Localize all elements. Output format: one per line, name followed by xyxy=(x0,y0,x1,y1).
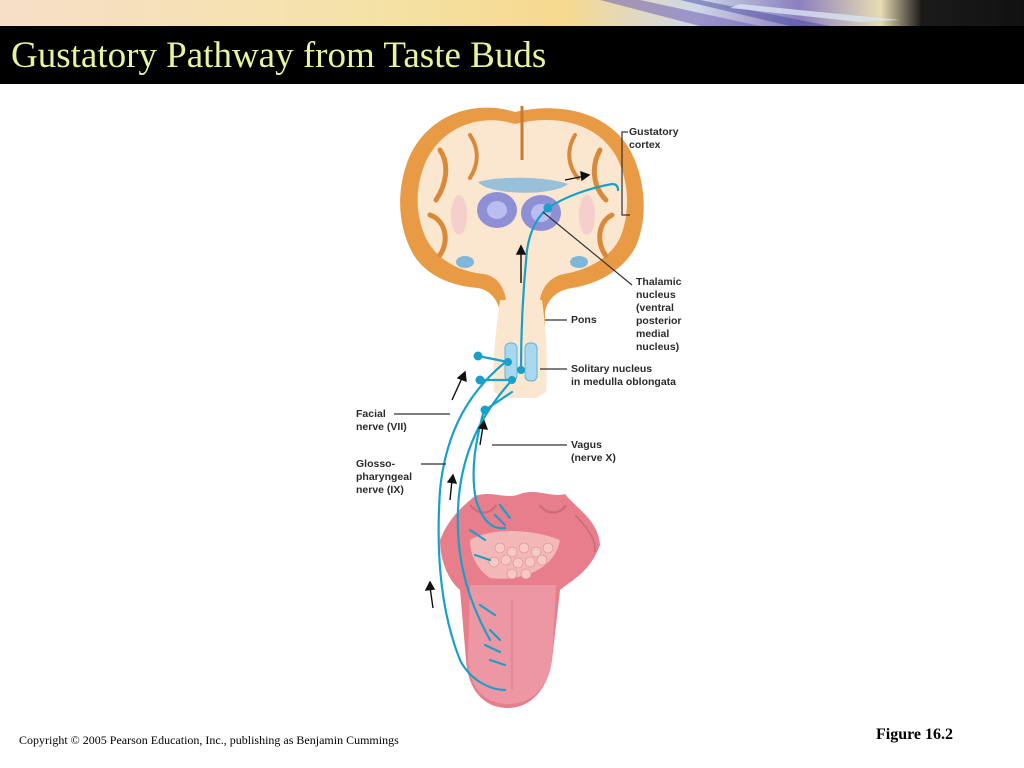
pathway-illustration xyxy=(394,106,644,708)
label-gustatory-cortex: Gustatory cortex xyxy=(629,126,679,151)
label-glossopharyngeal-nerve: Glosso- pharyngeal nerve (IX) xyxy=(356,458,413,496)
gustatory-pathway-figure: Gustatory cortex Thalamic nucleus (ventr… xyxy=(0,84,1024,724)
label-thalamic-nucleus: Thalamic nucleus (ventral posterior medi… xyxy=(636,276,682,353)
figure-number: Figure 16.2 xyxy=(876,726,954,743)
label-pons: Pons xyxy=(571,314,597,326)
brain-section-illustration xyxy=(400,106,644,398)
title-bar xyxy=(0,26,1024,84)
direction-arrows xyxy=(424,170,591,609)
label-facial-nerve: Facial nerve (VII) xyxy=(356,408,407,433)
slide-title: Gustatory Pathway from Taste Buds xyxy=(11,35,547,76)
label-vagus-nerve: Vagus (nerve X) xyxy=(571,439,616,464)
nerve-pathways xyxy=(437,182,620,692)
tongue-illustration xyxy=(440,492,600,708)
label-leader-lines xyxy=(394,131,633,465)
decorative-banner xyxy=(0,0,1024,26)
neuron-cell-bodies xyxy=(473,203,553,415)
label-solitary-nucleus: Solitary nucleus in medulla oblongata xyxy=(571,363,677,388)
copyright-notice: Copyright © 2005 Pearson Education, Inc.… xyxy=(19,733,399,747)
